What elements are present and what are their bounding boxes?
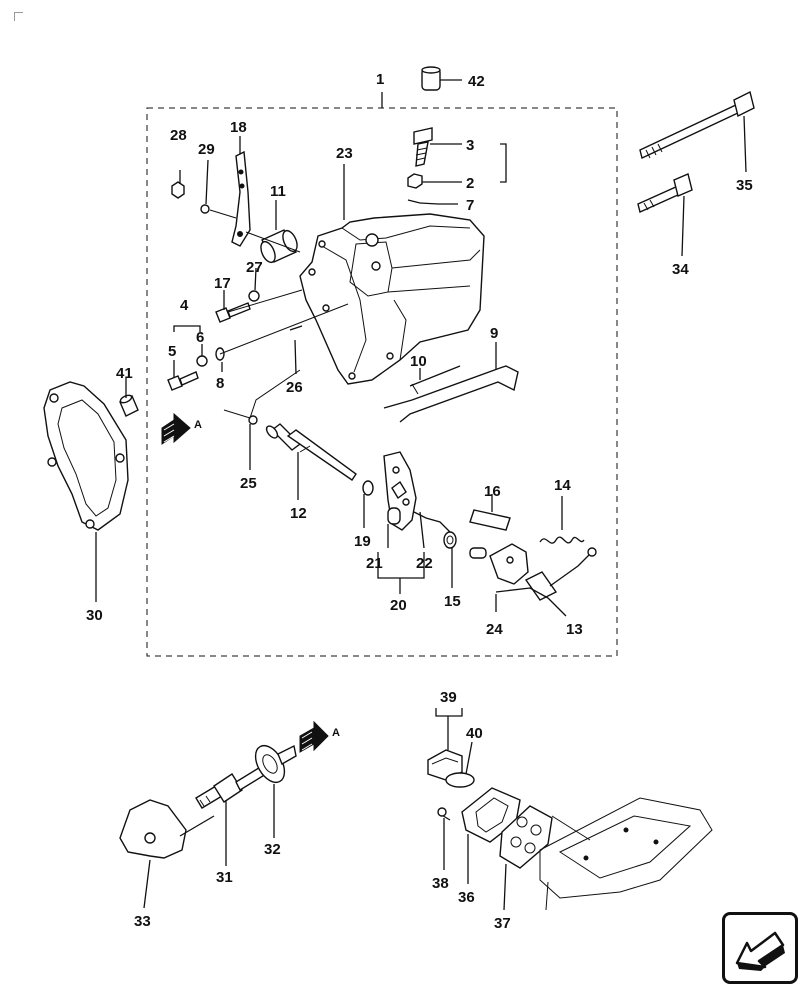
view-arrow-upper	[161, 412, 191, 445]
part-dowel	[119, 394, 139, 417]
part-rod	[495, 587, 549, 599]
part-roller	[387, 507, 401, 525]
callout-7: 7	[466, 197, 474, 214]
callout-15: 15	[444, 593, 461, 610]
callout-29: 29	[198, 141, 215, 158]
callout-17: 17	[214, 275, 231, 292]
callout-3: 3	[466, 137, 474, 154]
callout-12: 12	[290, 505, 307, 522]
view-marker-a-lower: A	[332, 727, 340, 739]
part-bracket-lever	[469, 543, 597, 601]
part-nut	[407, 173, 423, 189]
callout-33: 33	[134, 913, 151, 930]
callout-32: 32	[264, 841, 281, 858]
part-spring-wire	[413, 511, 453, 535]
callout-8: 8	[216, 375, 224, 392]
callout-23: 23	[336, 145, 353, 162]
callout-1: 1	[376, 71, 384, 88]
callout-26: 26	[286, 379, 303, 396]
part-case-outline	[539, 797, 713, 911]
callout-6: 6	[196, 329, 204, 346]
part-gasket-37	[499, 805, 553, 869]
callout-37: 37	[494, 915, 511, 932]
callout-42: 42	[468, 73, 485, 90]
part-bolt-17	[215, 302, 251, 323]
callout-10: 10	[410, 353, 427, 370]
part-short-bolt	[637, 173, 693, 213]
part-fork	[119, 799, 215, 859]
callout-20: 20	[390, 597, 407, 614]
part-housing	[299, 213, 485, 385]
part-shaft	[265, 423, 357, 481]
part-plate	[469, 509, 511, 531]
navigate-back-button[interactable]	[722, 912, 798, 984]
view-arrow-lower	[299, 720, 329, 753]
part-bushing	[260, 229, 298, 264]
part-gasket	[43, 381, 129, 531]
part-detent	[409, 365, 461, 395]
part-ring-19	[362, 480, 374, 496]
callout-16: 16	[484, 483, 501, 500]
callout-14: 14	[554, 477, 571, 494]
callout-27: 27	[246, 259, 263, 276]
part-clip	[407, 199, 421, 204]
callout-31: 31	[216, 869, 233, 886]
part-bolt-5	[167, 371, 199, 391]
callout-25: 25	[240, 475, 257, 492]
part-spring-15	[443, 531, 457, 549]
part-plug-39	[427, 749, 463, 781]
callout-9: 9	[490, 325, 498, 342]
part-selector-rod	[383, 365, 519, 423]
callout-4: 4	[180, 297, 189, 314]
callout-13: 13	[566, 621, 583, 638]
callout-18: 18	[230, 119, 247, 136]
part-gear-32	[254, 744, 297, 784]
part-lever-arm	[231, 150, 251, 247]
callout-24: 24	[486, 621, 503, 638]
callout-39: 39	[440, 689, 457, 706]
callout-34: 34	[672, 261, 689, 278]
callout-19: 19	[354, 533, 371, 550]
callout-41: 41	[116, 365, 133, 382]
part-cap	[421, 66, 441, 91]
parts-group	[43, 66, 755, 911]
part-washer	[200, 204, 210, 214]
callout-21: 21	[366, 555, 383, 572]
callout-11: 11	[270, 183, 286, 200]
callout-28: 28	[170, 127, 187, 144]
callout-40: 40	[466, 725, 483, 742]
callout-labels: 1 2 3 4 5 6 7 8 9 10 11 12 13 14 15 16 1…	[86, 71, 753, 932]
arrow-left-down-icon	[735, 931, 785, 971]
part-pin-26	[289, 325, 303, 331]
part-nut-small	[171, 181, 185, 199]
callout-22: 22	[416, 555, 433, 572]
part-washer-27	[248, 290, 260, 302]
callout-38: 38	[432, 875, 449, 892]
part-washer-6	[196, 355, 208, 367]
part-clip-25	[248, 415, 258, 425]
part-long-bolt	[639, 90, 755, 159]
callout-5: 5	[168, 343, 176, 360]
callout-30: 30	[86, 607, 103, 624]
part-shaft-31	[195, 765, 267, 809]
part-spring-14	[539, 536, 585, 544]
callout-36: 36	[458, 889, 475, 906]
view-marker-a-upper: A	[194, 419, 202, 431]
part-adjust-screw	[413, 127, 433, 167]
callout-2: 2	[466, 175, 474, 192]
leader-lines	[95, 79, 747, 911]
part-oring-40	[445, 772, 475, 788]
callout-35: 35	[736, 177, 753, 194]
corner-crop-mark	[14, 12, 23, 21]
